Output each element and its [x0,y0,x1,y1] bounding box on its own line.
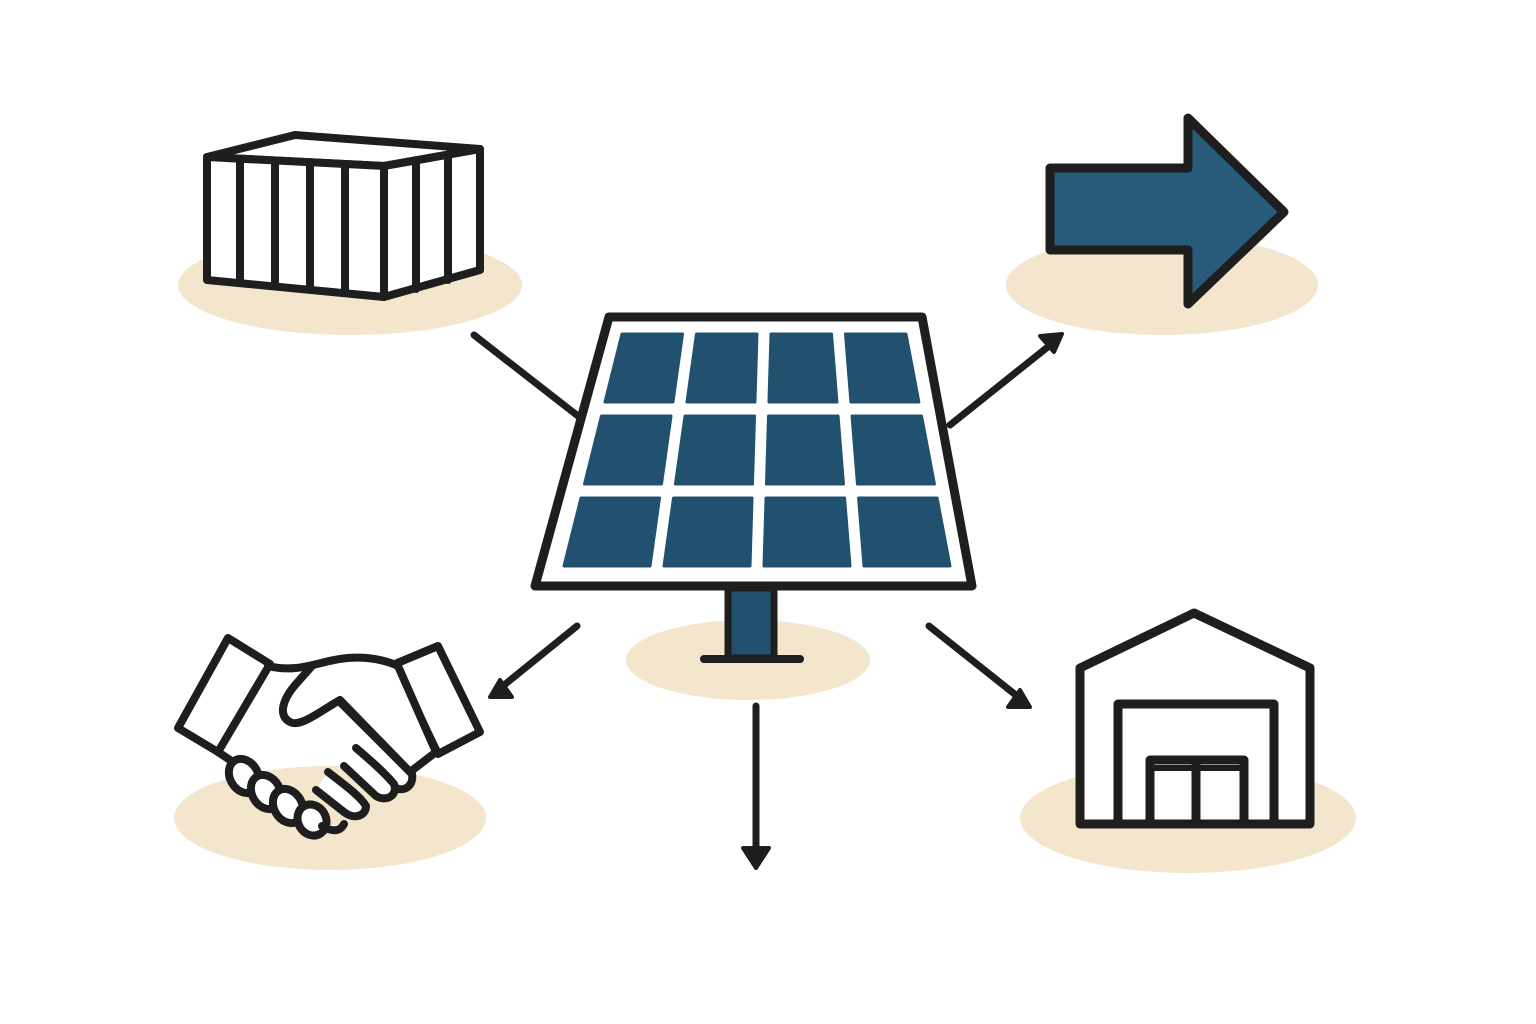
right-arrow-icon [1045,113,1289,309]
solar-cell [685,332,759,404]
solar-cell [857,496,952,568]
connectors [470,331,1064,870]
solar-cell [562,496,662,568]
connector-panel-down [741,702,771,870]
solar-cell [762,496,852,568]
solar-cell [850,414,936,486]
handshake-icon [174,634,484,840]
solar-cell [583,414,673,486]
solar-panel-icon [530,312,977,663]
solar-cell [764,414,845,486]
solar-cell [767,332,839,404]
shipping-container-icon [203,131,484,301]
solar-panel-post [724,584,778,662]
solar-cell [844,332,921,404]
connector-panel-to-handshake [488,622,581,699]
solar-cell [603,332,684,404]
solar-panel-cells [562,332,952,568]
warehouse-icon [1075,608,1315,829]
connector-panel-to-export [946,332,1064,429]
connector-panel-to-warehouse [925,622,1032,709]
solar-cell [673,414,757,486]
solar-cell [662,496,754,568]
connector-container-to-panel [470,331,582,420]
